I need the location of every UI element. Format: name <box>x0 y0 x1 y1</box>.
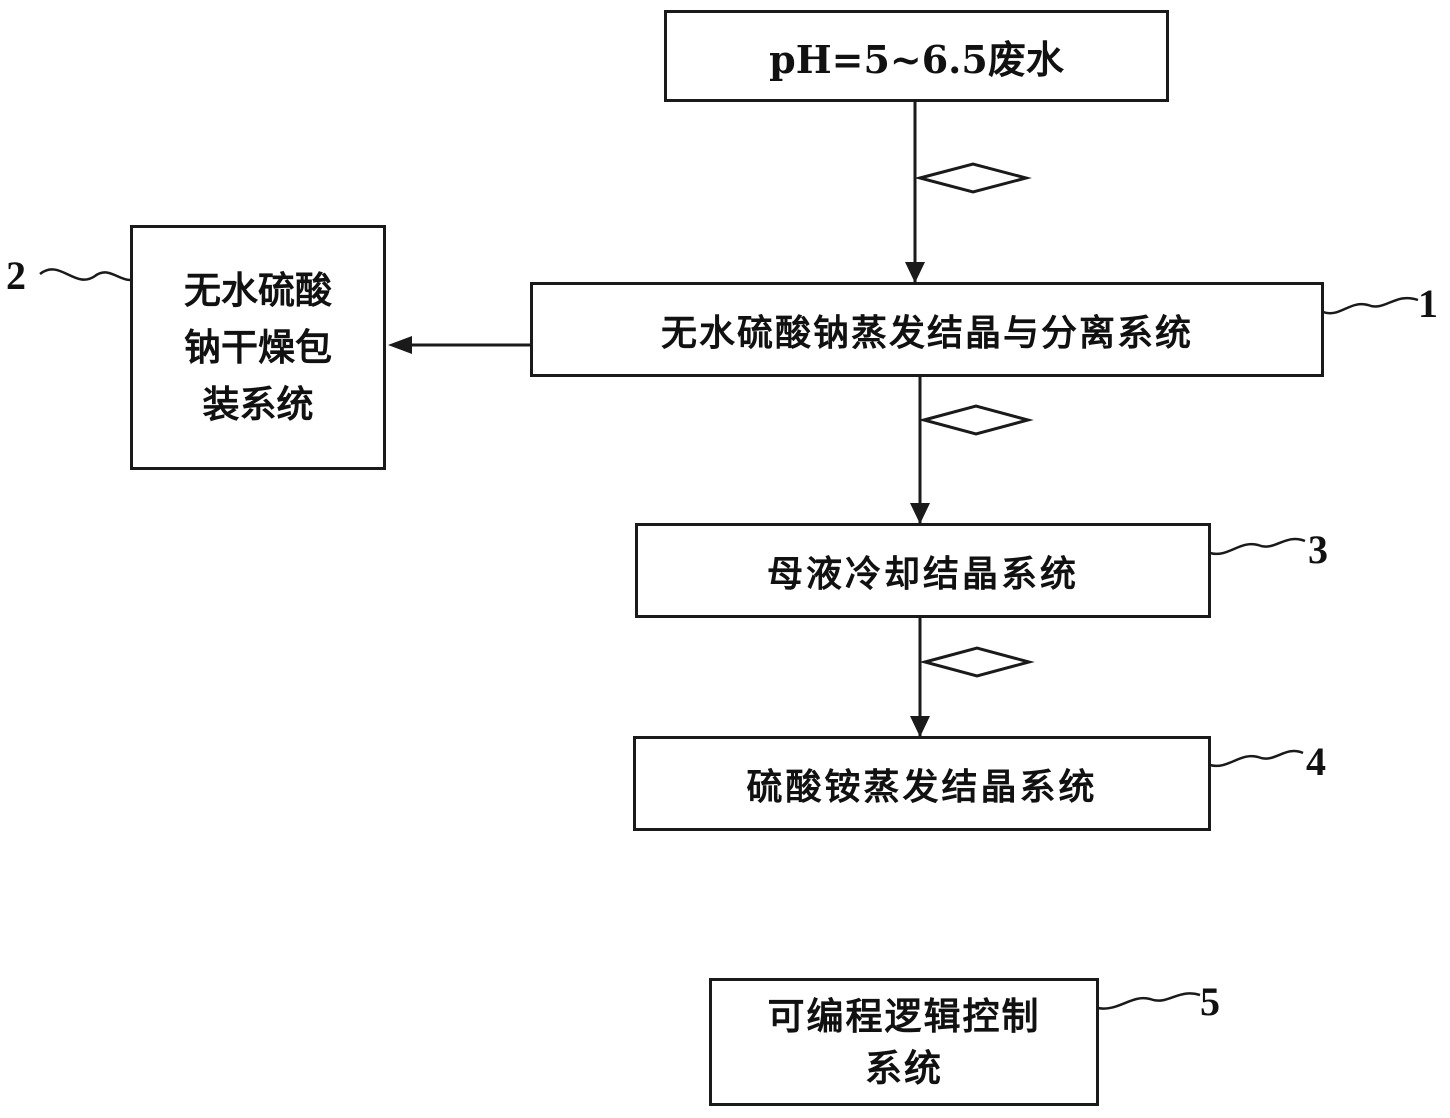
plc-system-line2: 系统 <box>865 1046 943 1090</box>
mother-liquor-cooling-system-label: 母液冷却结晶系统 <box>766 552 1079 595</box>
drying-packaging-system-line3: 装系统 <box>202 382 314 426</box>
leader-line-2 <box>39 268 131 282</box>
ammonium-sulfate-system-label: 硫酸铵蒸发结晶系统 <box>746 765 1098 808</box>
flow-arrow-head <box>388 336 412 354</box>
leader-line-4 <box>1209 749 1304 768</box>
reference-number-5: 5 <box>1200 979 1220 1024</box>
reference-number-3: 3 <box>1308 527 1328 572</box>
plc-system-line1: 可编程逻辑控制 <box>767 994 1041 1038</box>
drying-packaging-system-line1: 无水硫酸 <box>184 268 332 312</box>
valve-diamond-icon <box>918 404 1034 436</box>
wastewater-input-box: pH=5~6.5废水 <box>664 10 1169 102</box>
leader-line-3 <box>1209 537 1306 556</box>
reference-number-2: 2 <box>6 253 26 298</box>
wastewater-input-label: pH=5~6.5废水 <box>769 36 1064 82</box>
valve-diamond-icon <box>914 162 1032 194</box>
flow-arrow-head <box>905 262 925 283</box>
mother-liquor-cooling-system-box: 母液冷却结晶系统 <box>635 523 1211 618</box>
valve-diamond-icon <box>919 646 1035 678</box>
flow-arrow-head <box>910 716 930 737</box>
flow-arrow-head <box>910 503 930 524</box>
leader-line-1 <box>1322 296 1419 315</box>
reference-number-1: 1 <box>1418 281 1438 326</box>
evaporation-separation-system-label: 无水硫酸钠蒸发结晶与分离系统 <box>660 311 1193 354</box>
reference-number-4: 4 <box>1306 739 1326 784</box>
evaporation-separation-system-box: 无水硫酸钠蒸发结晶与分离系统 <box>530 282 1324 377</box>
drying-packaging-system-line2: 钠干燥包 <box>184 325 332 369</box>
leader-line-5 <box>1097 992 1201 1010</box>
ammonium-sulfate-system-box: 硫酸铵蒸发结晶系统 <box>633 736 1211 831</box>
drying-packaging-system-box: 无水硫酸 钠干燥包 装系统 <box>130 225 386 470</box>
plc-system-box: 可编程逻辑控制 系统 <box>709 978 1099 1106</box>
